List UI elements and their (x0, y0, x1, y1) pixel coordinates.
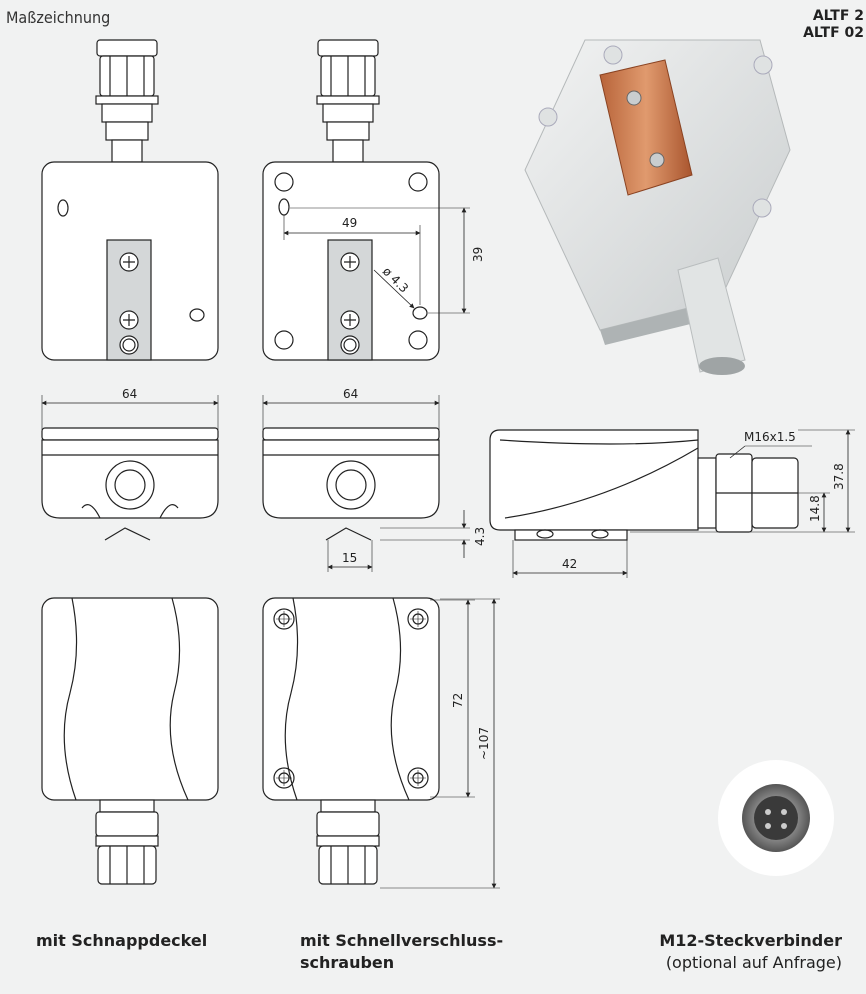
caption-connector: M12-Steckverbinder (optional auf Anfrage… (659, 930, 842, 974)
front-view-snap-lid (41, 39, 219, 361)
dim-height-fitting: 14.8 (808, 495, 822, 522)
page-title: Maßzeichnung (6, 8, 111, 27)
dim-depth: 42 (562, 557, 577, 571)
dim-clip-height: 4.3 (473, 527, 487, 546)
caption-connector-note: (optional auf Anfrage) (665, 953, 842, 972)
side-view-quick-screws (262, 395, 470, 572)
caption-quick-screws: mit Schnellverschluss- schrauben (300, 930, 503, 974)
front-view-quick-screws (262, 39, 470, 361)
dim-clip-width: 15 (342, 551, 357, 565)
dim-hole-spacing: 49 (342, 216, 357, 230)
back-view-snap-lid (41, 597, 219, 885)
dim-thread: M16x1.5 (744, 430, 796, 444)
dim-width-top: 64 (122, 387, 137, 401)
m12-connector-photo (718, 760, 834, 876)
dim-width-top-2: 64 (343, 387, 358, 401)
side-view-profile (489, 429, 855, 578)
model-number-2: ALTF 02 (803, 25, 864, 41)
model-numbers: ALTF 2 ALTF 02 (803, 8, 864, 42)
dim-height-total-length: ~107 (477, 727, 491, 760)
dim-height-body: 72 (451, 693, 465, 708)
caption-quick-screws-line2: schrauben (300, 953, 395, 972)
caption-quick-screws-line1: mit Schnellverschluss- (300, 931, 504, 950)
dim-height-total: 37.8 (832, 463, 846, 490)
product-photo (524, 39, 791, 375)
model-number-1: ALTF 2 (812, 8, 864, 24)
caption-connector-title: M12-Steckverbinder (659, 931, 842, 950)
caption-snap-lid: mit Schnappdeckel (36, 931, 208, 950)
side-view-snap-lid (41, 395, 219, 541)
back-view-quick-screws (262, 597, 500, 889)
dim-hole-vertical: 39 (471, 247, 485, 262)
